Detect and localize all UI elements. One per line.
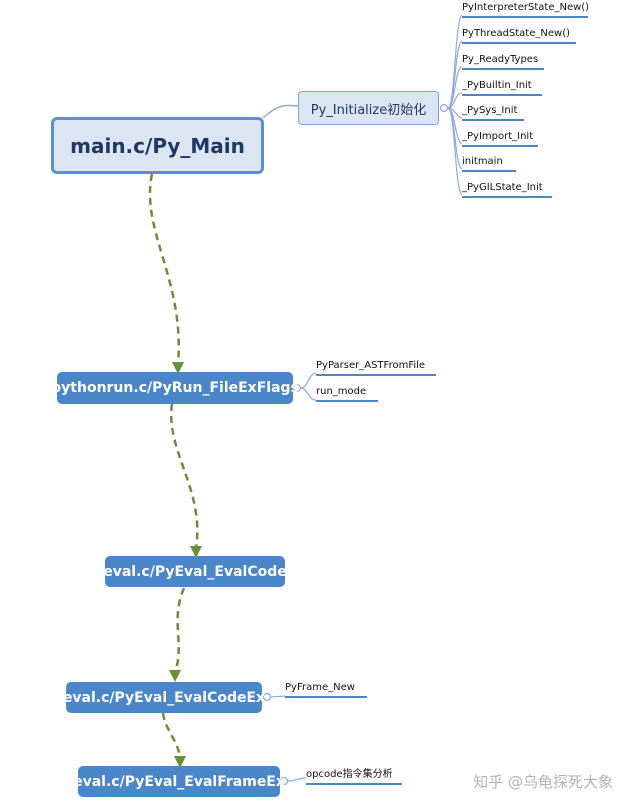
init-child: _PyBuiltin_Init bbox=[462, 80, 542, 96]
arrow-main-pythonrun bbox=[148, 173, 180, 365]
arrow-heads bbox=[169, 362, 202, 768]
init-bracket bbox=[439, 14, 463, 196]
pythonrun-node-label: pythonrun.c/PyRun_FileExFlags bbox=[51, 380, 299, 396]
init-child: PyThreadState_New() bbox=[462, 28, 576, 44]
init-child: _PySys_Init bbox=[462, 105, 524, 121]
init-node-label: Py_Initialize初始化 bbox=[310, 102, 427, 118]
arrow-evalcode-evalcodeex bbox=[173, 587, 186, 673]
evalcodeex-child: PyFrame_New bbox=[285, 682, 367, 698]
init-child: Py_ReadyTypes bbox=[462, 54, 544, 70]
arrow-pythonrun-evalcode bbox=[169, 403, 199, 549]
pythonrun-child: PyParser_ASTFromFile bbox=[316, 360, 436, 376]
flow-arrows bbox=[148, 173, 199, 759]
evalcodeex-bracket bbox=[262, 692, 286, 702]
init-node: Py_Initialize初始化 bbox=[298, 91, 439, 125]
init-child: _PyImport_Init bbox=[462, 131, 538, 147]
evalframe-node: eval.c/PyEval_EvalFrameEx bbox=[73, 766, 285, 797]
evalcodeex-node: eval.c/PyEval_EvalCodeEx bbox=[62, 682, 266, 713]
evalframe-bracket bbox=[279, 776, 307, 786]
pythonrun-bracket bbox=[292, 372, 317, 401]
pythonrun-node: pythonrun.c/PyRun_FileExFlags bbox=[51, 372, 299, 404]
connector-main-init bbox=[262, 104, 299, 119]
arrow-evalcodeex-evalframe bbox=[161, 712, 182, 759]
init-child: initmain bbox=[462, 156, 516, 172]
evalframe-node-label: eval.c/PyEval_EvalFrameEx bbox=[73, 773, 285, 790]
init-child: PyInterpreterState_New() bbox=[462, 2, 589, 18]
main-node-label: main.c/Py_Main bbox=[70, 133, 245, 158]
watermark: 知乎 @乌龟探死大象 bbox=[473, 773, 613, 791]
pythonrun-child: run_mode bbox=[316, 386, 378, 402]
evalcodeex-node-label: eval.c/PyEval_EvalCodeEx bbox=[62, 689, 266, 706]
init-child: _PyGILState_Init bbox=[462, 182, 552, 198]
evalframe-child: opcode指令集分析 bbox=[306, 765, 402, 785]
main-node: main.c/Py_Main bbox=[51, 117, 264, 174]
evalcode-node-label: eval.c/PyEval_EvalCode bbox=[103, 563, 287, 580]
evalcode-node: eval.c/PyEval_EvalCode bbox=[103, 556, 287, 587]
